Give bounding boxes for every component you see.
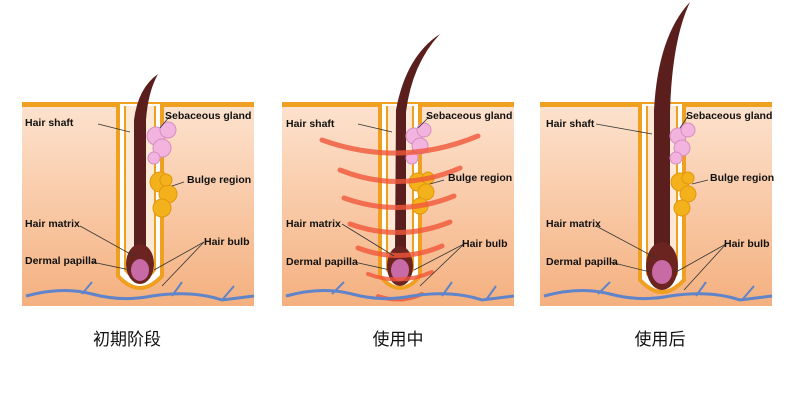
- label-hair-bulb: Hair bulb: [204, 236, 250, 248]
- label-hair-matrix: Hair matrix: [546, 218, 601, 230]
- label-hair-bulb: Hair bulb: [724, 238, 770, 250]
- label-sebaceous-gland: Sebaceous gland: [686, 110, 773, 122]
- dermal-papilla-shape: [391, 259, 409, 281]
- label-dermal-papilla: Dermal papilla: [546, 256, 618, 268]
- label-sebaceous-gland: Sebaceous gland: [426, 110, 513, 122]
- label-dermal-papilla: Dermal papilla: [286, 256, 358, 268]
- label-hair-matrix: Hair matrix: [286, 218, 341, 230]
- blood-vessel-branch: [81, 281, 235, 301]
- caption-initial: 初期阶段: [93, 330, 161, 350]
- leader-lines: [79, 115, 205, 287]
- caption-after: 使用后: [634, 330, 686, 350]
- hair-shaft-shape: [654, 2, 690, 252]
- label-hair-shaft: Hair shaft: [286, 118, 335, 130]
- blood-vessel-branch: [597, 281, 755, 301]
- blood-vessel: [25, 288, 255, 302]
- label-bulge-region: Bulge region: [710, 172, 775, 184]
- label-sebaceous-gland: Sebaceous gland: [165, 110, 252, 122]
- blood-vessel: [285, 288, 515, 302]
- sebaceous-gland-shape: [669, 122, 696, 165]
- caption-during: 使用中: [372, 330, 424, 350]
- follicle-diagram-during: [282, 34, 515, 306]
- dermal-papilla-shape: [131, 259, 149, 281]
- blood-vessel: [543, 288, 773, 302]
- label-bulge-region: Bulge region: [187, 174, 252, 186]
- follicle-diagram-after: [540, 2, 773, 306]
- leader-lines: [595, 115, 727, 291]
- laser-energy-waves: [319, 133, 481, 302]
- panel-after: Hair shaft Sebaceous gland Bulge region …: [540, 0, 780, 407]
- label-bulge-region: Bulge region: [448, 172, 513, 184]
- panel-initial: Hair shaft Sebaceous gland Bulge region …: [22, 0, 262, 407]
- label-dermal-papilla: Dermal papilla: [25, 255, 97, 267]
- follicle-diagram-initial: [22, 74, 255, 306]
- label-hair-shaft: Hair shaft: [546, 118, 595, 130]
- hair-shaft-shape: [134, 74, 158, 250]
- label-hair-shaft: Hair shaft: [25, 117, 74, 129]
- leader-lines: [341, 115, 465, 287]
- hair-shaft-shape: [395, 34, 440, 250]
- dermal-papilla-shape: [652, 260, 672, 284]
- label-hair-bulb: Hair bulb: [462, 238, 508, 250]
- panel-during: Hair shaft Sebaceous gland Bulge region …: [282, 0, 522, 407]
- blood-vessel-branch: [331, 281, 497, 301]
- sebaceous-gland-shape: [405, 122, 432, 165]
- bulge-region-shape: [670, 171, 697, 217]
- bulge-region-shape: [149, 171, 178, 218]
- sebaceous-gland-shape: [146, 121, 177, 165]
- label-hair-matrix: Hair matrix: [25, 218, 80, 230]
